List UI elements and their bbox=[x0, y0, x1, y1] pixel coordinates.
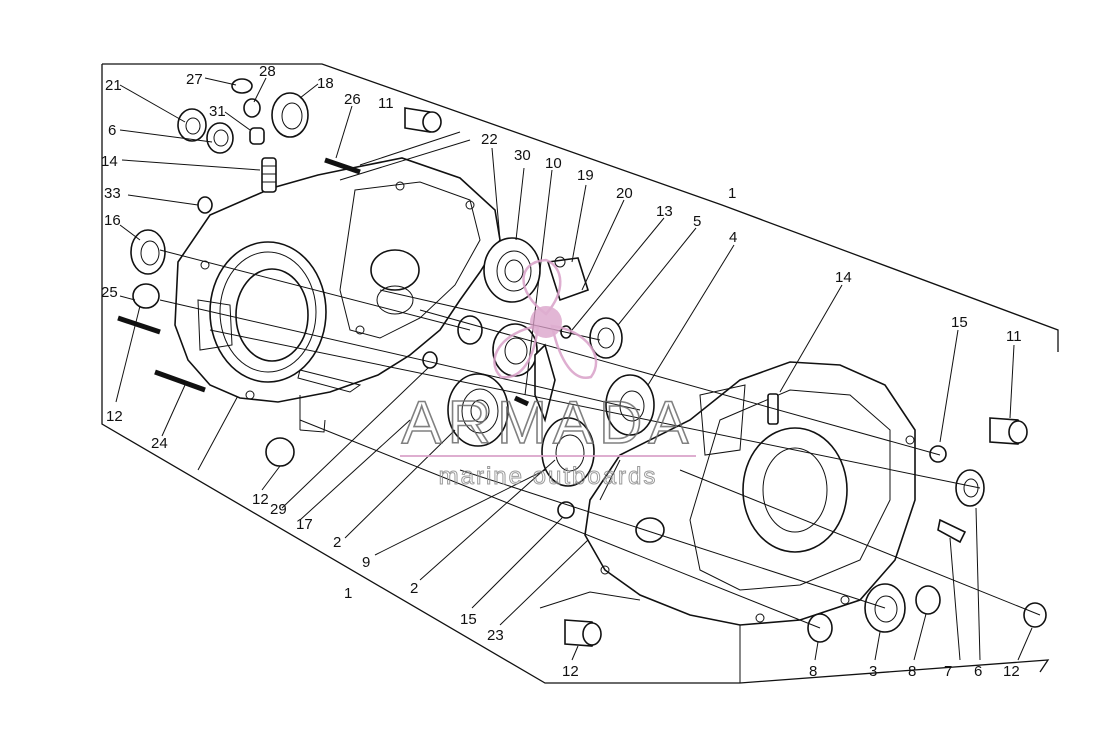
bolts bbox=[117, 157, 530, 407]
callout-13: 13 bbox=[656, 203, 673, 220]
callout-4: 4 bbox=[729, 229, 737, 246]
callout-23: 23 bbox=[487, 627, 504, 644]
callout-12: 12 bbox=[562, 663, 579, 680]
callout-12: 12 bbox=[252, 491, 269, 508]
callout-22: 22 bbox=[481, 131, 498, 148]
callout-27: 27 bbox=[186, 71, 203, 88]
bearings-and-seals bbox=[130, 78, 1047, 647]
callout-12: 12 bbox=[106, 408, 123, 425]
watermark-brand: ARMADA bbox=[402, 389, 695, 456]
callout-33: 33 bbox=[104, 185, 121, 202]
callout-20: 20 bbox=[616, 185, 633, 202]
callout-1: 1 bbox=[728, 185, 736, 202]
crankcase-half-right bbox=[584, 361, 916, 626]
callout-1: 1 bbox=[344, 585, 352, 602]
callout-9: 9 bbox=[362, 554, 370, 571]
callout-26: 26 bbox=[344, 91, 361, 108]
callout-11: 11 bbox=[1006, 328, 1022, 345]
callout-30: 30 bbox=[514, 147, 531, 164]
callout-18: 18 bbox=[317, 75, 334, 92]
callout-15: 15 bbox=[951, 314, 968, 331]
callout-8: 8 bbox=[908, 663, 916, 680]
callout-17: 17 bbox=[296, 516, 313, 533]
callout-11: 11 bbox=[378, 95, 394, 112]
alignment-lines bbox=[159, 131, 1041, 629]
callout-21: 21 bbox=[105, 77, 122, 94]
callout-14: 14 bbox=[835, 269, 852, 286]
callout-28: 28 bbox=[259, 63, 276, 80]
callout-6: 6 bbox=[108, 122, 116, 139]
callout-10: 10 bbox=[545, 155, 562, 172]
callout-25: 25 bbox=[101, 284, 118, 301]
callout-labels: 21 27 28 18 26 11 31 6 14 33 16 25 12 24… bbox=[101, 63, 1022, 680]
callout-19: 19 bbox=[577, 167, 594, 184]
callout-31: 31 bbox=[209, 103, 226, 120]
assembly-frame bbox=[101, 63, 1059, 684]
callout-29: 29 bbox=[270, 501, 287, 518]
callout-2: 2 bbox=[333, 534, 341, 551]
callout-24: 24 bbox=[151, 435, 168, 452]
callout-2: 2 bbox=[410, 580, 418, 597]
watermark-propeller-logo bbox=[493, 258, 598, 379]
callout-8: 8 bbox=[809, 663, 817, 680]
callout-3: 3 bbox=[869, 663, 877, 680]
callout-7: 7 bbox=[944, 663, 952, 680]
callout-16: 16 bbox=[104, 212, 121, 229]
callout-6: 6 bbox=[974, 663, 982, 680]
callout-15: 15 bbox=[460, 611, 477, 628]
watermark-tagline: marine outboards bbox=[439, 463, 658, 490]
watermark: ARMADA marine outboards bbox=[400, 258, 696, 491]
callout-12: 12 bbox=[1003, 663, 1020, 680]
callout-14: 14 bbox=[101, 153, 118, 170]
callout-5: 5 bbox=[693, 213, 701, 230]
crankcase-half-left bbox=[174, 157, 501, 433]
